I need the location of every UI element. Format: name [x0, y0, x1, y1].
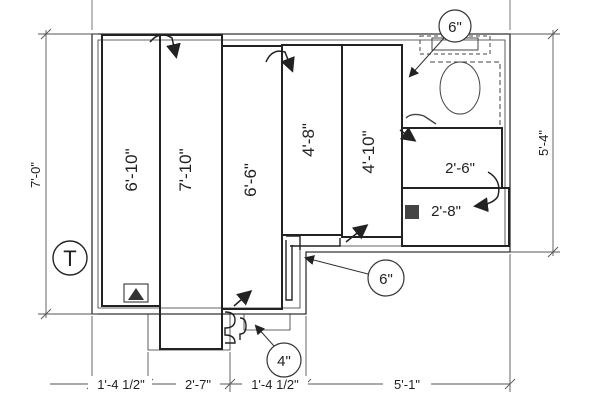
top-edge-marks [91, 0, 511, 30]
callout-middle: 6" [304, 255, 405, 297]
callout-top: 6" [408, 9, 472, 78]
start-marker [123, 283, 149, 303]
panel-label-2: 7'-10" [176, 148, 195, 191]
panel-label-4: 4'-8" [299, 123, 318, 157]
bottom-dim-1: 1'-4 1/2" [97, 377, 145, 392]
panel-label-1: 6'-10" [122, 148, 141, 191]
callout-top-label: 6" [448, 19, 462, 36]
room-outline [91, 33, 511, 351]
thermostat-label: T [63, 246, 76, 271]
panel-label-6: 2'-6" [445, 160, 475, 177]
sensor-square [405, 205, 419, 219]
right-height-dimension [510, 28, 560, 258]
direction-arrows [149, 34, 500, 307]
left-height-label: 7'-0" [28, 162, 43, 188]
panel-6 [401, 127, 503, 189]
right-height-label: 5'-4" [536, 130, 551, 156]
bottom-dimension-labels: 1'-4 1/2" 2'-7" 1'-4 1/2" 5'-1" [88, 376, 431, 392]
callout-bottom: 4" [254, 324, 302, 378]
bottom-dim-2: 2'-7" [185, 377, 211, 392]
callout-bottom-label: 4" [277, 353, 291, 370]
left-height-dimension [38, 28, 98, 320]
thermostat-symbol: T [52, 240, 88, 276]
callout-middle-label: 6" [379, 271, 393, 288]
toilet-fixture [405, 35, 501, 129]
bottom-dim-4: 5'-1" [394, 377, 420, 392]
panel-label-7: 2'-8" [431, 203, 461, 220]
bottom-dim-3: 1'-4 1/2" [251, 377, 299, 392]
panel-label-3: 6'-6" [241, 163, 260, 197]
panel-7 [401, 187, 510, 247]
cable-loops [224, 235, 341, 344]
panel-label-5: 4'-10" [359, 130, 378, 173]
